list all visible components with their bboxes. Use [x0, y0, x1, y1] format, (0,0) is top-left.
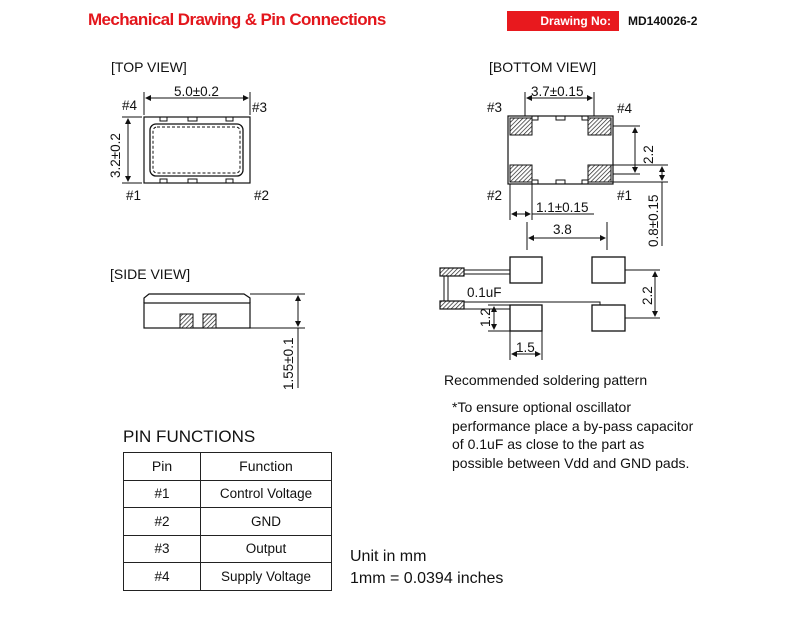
- bypass-note: *To ensure optional oscillator performan…: [452, 398, 693, 472]
- drawing-number-label: Drawing No:: [507, 11, 619, 31]
- pin-functions-table: Pin Function #1 Control Voltage #2 GND #…: [123, 452, 332, 591]
- note-line: *To ensure optional oscillator: [452, 399, 631, 415]
- bottom-pin3-label: #3: [487, 100, 502, 115]
- pin-cell: #4: [123, 562, 201, 591]
- soldering-pattern: [439, 222, 660, 360]
- table-row: #3 Output: [123, 534, 332, 563]
- drawing-number: MD140026-2: [628, 14, 698, 28]
- pin-cell: #1: [123, 479, 201, 508]
- table-row: #1 Control Voltage: [123, 479, 332, 508]
- unit-note: Unit in mm: [350, 548, 427, 565]
- side-view: [143, 293, 305, 388]
- pin-functions-title: PIN FUNCTIONS: [123, 427, 256, 446]
- function-cell: Supply Voltage: [200, 562, 332, 591]
- solder-pad-spacing-dim: 3.8: [553, 222, 572, 237]
- note-line: of 0.1uF as close to the part as: [452, 436, 645, 452]
- bottom-pad-spacing-dim: 3.7±0.15: [531, 84, 583, 99]
- top-pin4-label: #4: [122, 98, 138, 113]
- pin-cell: #2: [123, 507, 201, 536]
- page-title: Mechanical Drawing & Pin Connections: [88, 10, 386, 29]
- note-line: performance place a by-pass capacitor: [452, 417, 694, 434]
- top-height-dim: 3.2±0.2: [108, 133, 123, 178]
- top-view: [122, 92, 251, 184]
- side-height-dim: 1.55±0.1: [281, 338, 296, 390]
- soldering-caption: Recommended soldering pattern: [444, 372, 648, 388]
- solder-pad-width-dim: 1.5: [516, 340, 535, 355]
- bottom-pad-pitch-dim: 2.2: [641, 145, 656, 164]
- function-cell: Control Voltage: [200, 479, 332, 508]
- bottom-pin1-label: #1: [617, 188, 632, 203]
- side-view-label: [SIDE VIEW]: [110, 266, 191, 282]
- unit-conversion: 1mm = 0.0394 inches: [350, 570, 504, 587]
- top-pin2-label: #2: [254, 188, 269, 203]
- solder-pad-height-dim: 1.2: [478, 308, 493, 327]
- solder-pad-pitch-dim: 2.2: [640, 286, 655, 305]
- top-width-dim: 5.0±0.2: [174, 84, 219, 99]
- function-cell: GND: [200, 507, 332, 536]
- header-function: Function: [200, 452, 332, 481]
- table-row: #2 GND: [123, 507, 332, 536]
- table-header-row: Pin Function: [123, 452, 332, 481]
- bottom-pad-height-dim: 0.8±0.15: [646, 195, 661, 247]
- function-cell: Output: [200, 534, 332, 563]
- pin-cell: #3: [123, 534, 201, 563]
- bottom-pad-width-dim: 1.1±0.15: [536, 200, 588, 215]
- bottom-view-label: [BOTTOM VIEW]: [489, 59, 597, 75]
- bottom-view: [507, 92, 668, 246]
- top-pin3-label: #3: [252, 100, 267, 115]
- capacitor-label: 0.1uF: [467, 285, 502, 300]
- top-view-label: [TOP VIEW]: [111, 59, 187, 75]
- bottom-pin2-label: #2: [487, 188, 502, 203]
- header-pin: Pin: [123, 452, 201, 481]
- top-pin1-label: #1: [126, 188, 141, 203]
- note-line: possible between Vdd and GND pads.: [452, 454, 690, 471]
- bottom-pin4-label: #4: [617, 101, 633, 116]
- table-row: #4 Supply Voltage: [123, 562, 332, 591]
